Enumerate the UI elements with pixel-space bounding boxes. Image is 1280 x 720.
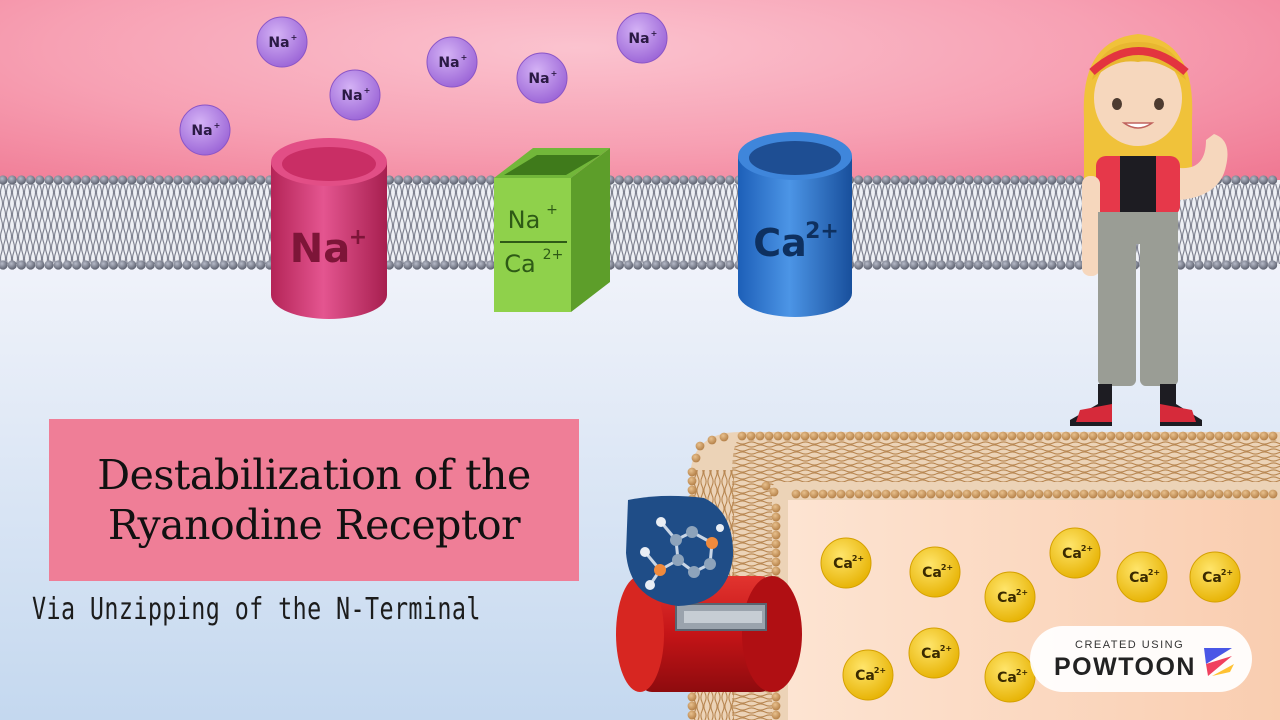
svg-text:Na: Na	[191, 123, 212, 139]
exchanger-calcium-label: Ca	[504, 250, 535, 278]
calcium-ion-icon: Ca2+	[1049, 527, 1101, 579]
molecule-droplet	[626, 495, 734, 606]
svg-text:Na: Na	[438, 55, 459, 71]
sr-membrane-heads	[687, 431, 1278, 720]
sodium-channel-label: Na	[290, 226, 350, 272]
svg-text:Na: Na	[341, 88, 362, 104]
sodium-ion-icon: Na+	[329, 69, 381, 121]
calcium-ion-icon: Ca2+	[984, 571, 1036, 623]
svg-text:+: +	[651, 29, 658, 38]
calcium-channel: Ca 2+	[738, 132, 852, 317]
svg-text:Ca: Ca	[833, 556, 853, 572]
molecule-icon	[640, 517, 724, 590]
calcium-ion-icon: Ca2+	[1189, 551, 1241, 603]
svg-text:Ca: Ca	[855, 668, 875, 684]
svg-text:2+: 2+	[1148, 568, 1160, 577]
svg-text:+: +	[291, 33, 298, 42]
svg-text:Na: Na	[528, 71, 549, 87]
sodium-ion-icon: Na+	[516, 52, 568, 104]
svg-text:Na: Na	[268, 35, 289, 51]
calcium-channel-label: Ca	[753, 221, 807, 265]
sodium-ion-icon: Na+	[426, 36, 478, 88]
svg-text:2+: 2+	[874, 666, 886, 675]
title-banner: Destabilization of the Ryanodine Recepto…	[49, 419, 579, 581]
svg-text:2+: 2+	[1016, 668, 1028, 677]
svg-text:2+: 2+	[1081, 544, 1093, 553]
calcium-ion-icon: Ca2+	[984, 651, 1036, 703]
calcium-ions: Ca2+Ca2+Ca2+Ca2+Ca2+Ca2+Ca2+Ca2+Ca2+	[820, 527, 1241, 703]
calcium-channel-charge: 2+	[805, 219, 839, 244]
calcium-ion-icon: Ca2+	[842, 649, 894, 701]
svg-text:Na: Na	[628, 31, 649, 47]
calcium-ion-icon: Ca2+	[909, 546, 961, 598]
exchanger-sodium-label: Na	[508, 206, 541, 234]
title-line-1: Destabilization of the	[97, 451, 531, 499]
svg-text:+: +	[551, 69, 558, 78]
subtitle: Via Unzipping of the N-Terminal	[32, 592, 481, 627]
watermark-brand-text: POWTOON	[1054, 653, 1196, 681]
sodium-ions: Na+Na+Na+Na+Na+Na+	[179, 12, 668, 156]
svg-text:+: +	[214, 121, 221, 130]
sodium-channel-charge: +	[349, 225, 367, 250]
calcium-ion-icon: Ca2+	[908, 627, 960, 679]
svg-text:2+: 2+	[852, 554, 864, 563]
exchanger-sodium-charge: +	[546, 202, 558, 218]
exchanger-calcium-charge: 2+	[543, 247, 564, 263]
svg-text:2+: 2+	[940, 644, 952, 653]
svg-text:Ca: Ca	[921, 646, 941, 662]
sodium-channel: Na +	[271, 138, 387, 319]
svg-text:+: +	[364, 86, 371, 95]
svg-text:2+: 2+	[941, 563, 953, 572]
watermark-small-text: CREATED USING	[1075, 639, 1185, 651]
sodium-ion-icon: Na+	[179, 104, 231, 156]
powtoon-logo-icon	[1204, 648, 1234, 676]
calcium-ion-icon: Ca2+	[820, 537, 872, 589]
svg-text:Ca: Ca	[1202, 570, 1222, 586]
svg-text:Ca: Ca	[997, 590, 1017, 606]
svg-text:Ca: Ca	[997, 670, 1017, 686]
person-illustration	[1070, 34, 1228, 426]
sodium-ion-icon: Na+	[616, 12, 668, 64]
sodium-ion-icon: Na+	[256, 16, 308, 68]
powtoon-watermark[interactable]: CREATED USING POWTOON	[1030, 626, 1252, 692]
svg-text:Ca: Ca	[1062, 546, 1082, 562]
svg-text:+: +	[461, 53, 468, 62]
svg-text:Ca: Ca	[1129, 570, 1149, 586]
calcium-ion-icon: Ca2+	[1116, 551, 1168, 603]
svg-text:2+: 2+	[1016, 588, 1028, 597]
title-line-2: Ryanodine Receptor	[107, 501, 521, 549]
svg-text:Ca: Ca	[922, 565, 942, 581]
sodium-calcium-exchanger: Na + Ca 2+	[494, 148, 610, 312]
svg-text:2+: 2+	[1221, 568, 1233, 577]
